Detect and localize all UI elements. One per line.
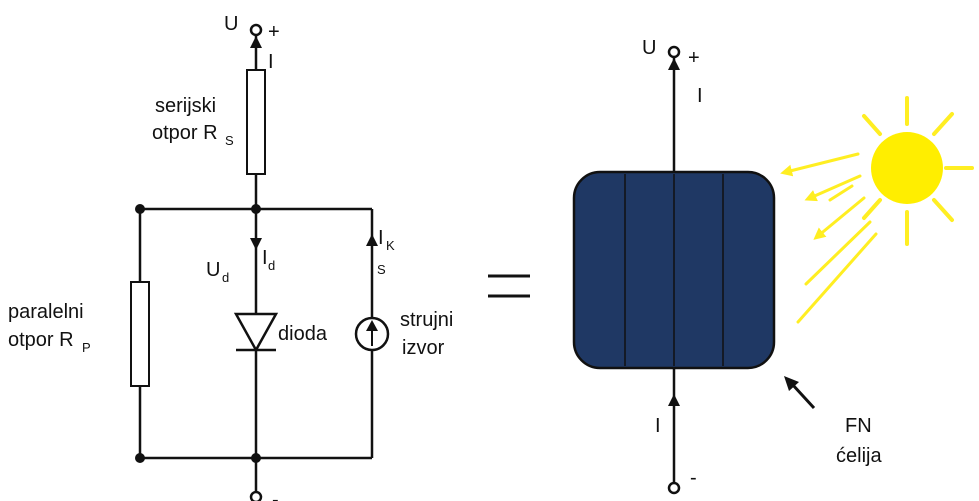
series-resistor-subscript: S: [225, 133, 234, 148]
current-source-arrow-head: [366, 320, 378, 331]
diode-current-arrow: [250, 238, 262, 250]
cell-label-line1: FN: [845, 415, 872, 437]
diode-current-label: I: [262, 247, 268, 269]
series-resistor: [246, 69, 266, 175]
top-current-arrow: [250, 36, 262, 48]
top-terminal-label: U: [224, 13, 238, 35]
top-plus-sign: +: [268, 21, 280, 43]
bottom-minus-sign: -: [272, 489, 279, 501]
top-terminal-node: [249, 23, 263, 37]
cell-bottom-terminal-node: [667, 481, 681, 495]
cell-top-plus-sign: +: [688, 47, 700, 69]
source-current-subscript-s: S: [377, 262, 386, 277]
light-ray-4: [804, 220, 872, 286]
equals-sign: =: [488, 274, 530, 298]
cell-top-current-label: I: [697, 85, 703, 107]
light-ray-6: [828, 184, 854, 202]
diode-voltage-subscript: d: [222, 270, 229, 285]
light-ray-1: [780, 152, 860, 177]
light-ray-2: [804, 174, 862, 202]
series-resistor-label-line2: otpor R: [152, 122, 218, 144]
parallel-resistor: [130, 281, 150, 387]
light-ray-5: [796, 232, 878, 324]
source-label-line2: izvor: [402, 337, 445, 359]
cell-bottom-current-label: I: [655, 415, 661, 437]
source-current-subscript-k: K: [386, 238, 395, 253]
diode-label: dioda: [278, 323, 328, 345]
series-resistor-label-line1: serijski: [155, 95, 216, 117]
cell-pointer-arrow-head: [784, 376, 799, 391]
light-ray-3: [813, 196, 866, 240]
cell-bottom-minus-sign: -: [690, 467, 697, 489]
diode-voltage-label: U: [206, 259, 220, 281]
cell-top-current-arrow: [668, 58, 680, 70]
junction-bottom-middle: [251, 453, 261, 463]
cell-top-terminal-node: [667, 45, 681, 59]
equivalent-circuit: U + I serijski otpor R S paralelni otpor…: [8, 13, 453, 501]
sun-icon: [862, 96, 974, 246]
light-rays: [780, 152, 878, 324]
source-current-label: I: [378, 227, 384, 249]
source-current-arrow: [366, 234, 378, 246]
junction-bottom-left: [135, 453, 145, 463]
pv-cell-diagram: U + I I - FN ćelija: [572, 37, 974, 495]
cell-top-terminal-label: U: [642, 37, 656, 59]
top-current-label: I: [268, 51, 274, 73]
parallel-resistor-subscript: P: [82, 340, 91, 355]
diode-symbol: [233, 312, 279, 353]
parallel-resistor-label-line2: otpor R: [8, 329, 74, 351]
cell-pointer-arrow: [790, 382, 816, 410]
source-label-line1: strujni: [400, 309, 453, 331]
cell-bottom-current-arrow: [668, 394, 680, 406]
bottom-terminal-node: [249, 490, 263, 501]
diode-current-subscript: d: [268, 258, 275, 273]
parallel-resistor-label-line1: paralelni: [8, 301, 84, 323]
cell-label-line2: ćelija: [836, 445, 882, 467]
